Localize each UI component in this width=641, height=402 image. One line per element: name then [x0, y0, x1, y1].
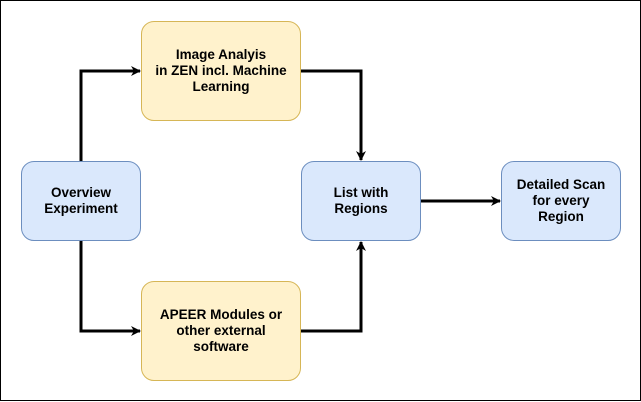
node-apeer-modules: APEER Modules or other external software	[141, 281, 301, 381]
node-overview-experiment: Overview Experiment	[21, 161, 141, 241]
node-detailed-scan: Detailed Scan for every Region	[501, 161, 621, 241]
node-apeer-label: APEER Modules or other external software	[159, 307, 283, 354]
edge-apeer-to-list	[301, 241, 366, 333]
node-scan-label: Detailed Scan for every Region	[516, 177, 606, 224]
node-image-analysis: Image Analyis in ZEN incl. Machine Learn…	[141, 21, 301, 121]
node-analysis-label: Image Analyis in ZEN incl. Machine Learn…	[155, 47, 287, 94]
edge-analysis-to-list	[301, 69, 366, 161]
node-list-with-regions: List with Regions	[301, 161, 421, 241]
edge-overview-to-analysis	[79, 66, 141, 161]
edge-overview-to-apeer	[79, 241, 141, 336]
node-list-label: List with Regions	[333, 185, 389, 216]
node-overview-label: Overview Experiment	[44, 185, 118, 216]
